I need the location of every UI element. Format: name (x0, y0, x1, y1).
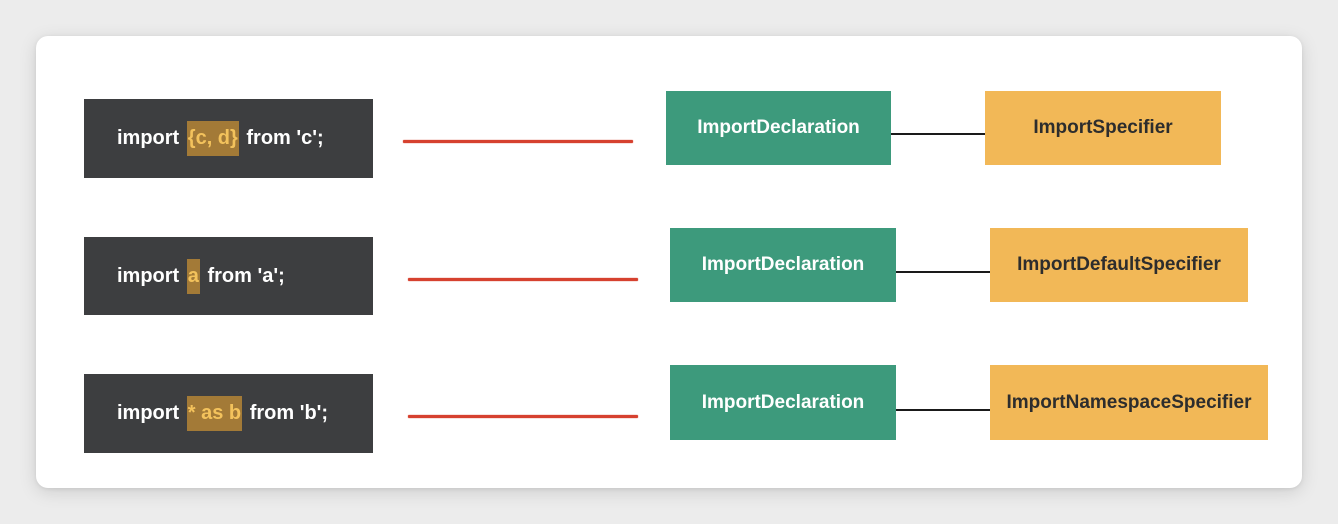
import-default-specifier-node: ImportDefaultSpecifier (990, 228, 1248, 302)
tree-edge (896, 271, 990, 273)
code-box-namespace-import: import * as b from 'b'; (84, 374, 373, 453)
import-declaration-node: ImportDeclaration (666, 91, 891, 165)
red-connector-line (408, 415, 638, 418)
code-highlight: a (186, 258, 200, 294)
code-source: from 'b'; (244, 402, 329, 424)
import-namespace-specifier-node: ImportNamespaceSpecifier (990, 365, 1268, 440)
code-keyword: import (117, 127, 185, 149)
code-keyword: import (117, 402, 185, 424)
code-source: from 'a'; (201, 264, 285, 287)
code-highlight: {c, d} (186, 121, 239, 156)
red-connector-line (408, 278, 638, 281)
red-connector-line (403, 140, 633, 143)
code-highlight: * as b (186, 396, 243, 431)
code-box-named-import: import {c, d} from 'c'; (84, 99, 373, 178)
code-source: from 'c'; (240, 127, 324, 149)
import-declaration-node: ImportDeclaration (670, 228, 896, 302)
tree-edge (896, 409, 990, 411)
code-keyword: import (117, 264, 185, 287)
tree-edge (891, 133, 985, 135)
import-specifier-node: ImportSpecifier (985, 91, 1221, 165)
import-declaration-node: ImportDeclaration (670, 365, 896, 440)
code-box-default-import: import a from 'a'; (84, 237, 373, 315)
